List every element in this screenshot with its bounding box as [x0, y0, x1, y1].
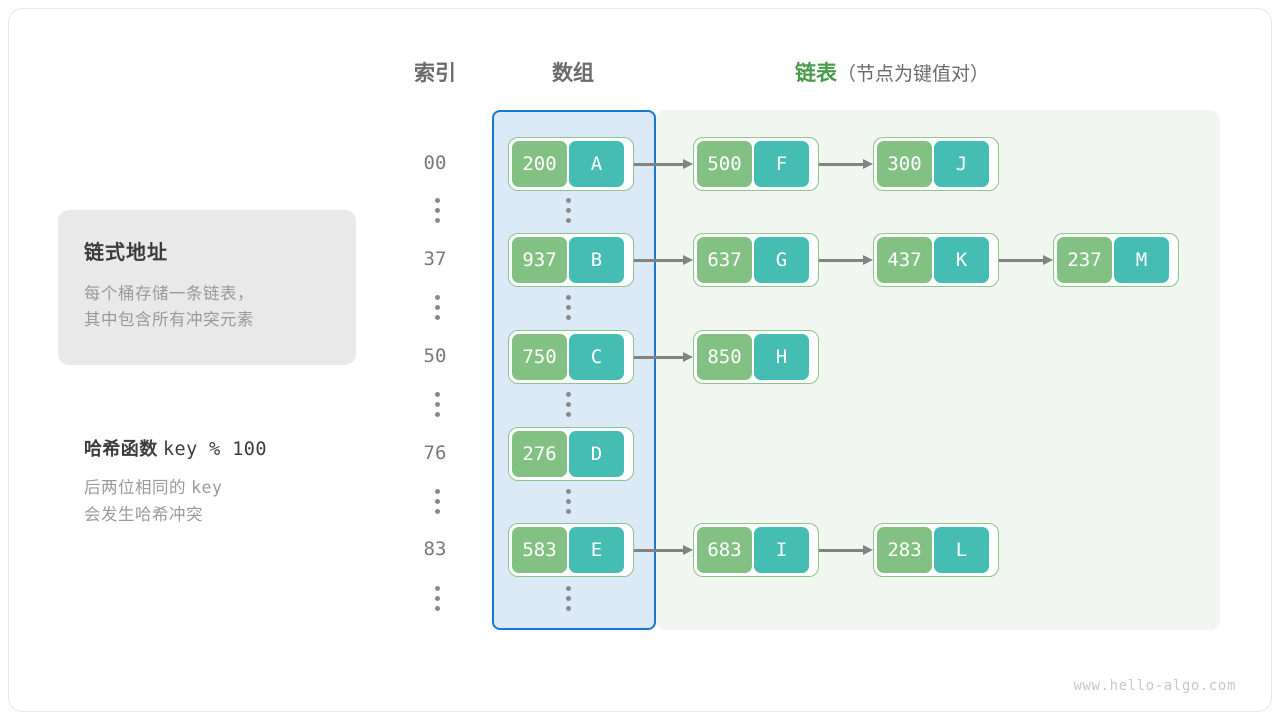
array-ellipsis-3 — [566, 392, 571, 417]
chain-arrow-37-1 — [634, 255, 693, 265]
chain-arrow-37-2 — [819, 255, 873, 265]
node-value-A: A — [569, 141, 624, 187]
node-key-683: 683 — [697, 527, 752, 573]
info-card-title: 链式地址 — [84, 242, 168, 264]
index-ellipsis-3 — [435, 392, 440, 417]
node-value-B: B — [569, 237, 624, 283]
chain-arrow-83-2 — [819, 545, 873, 555]
node-value-L: L — [934, 527, 989, 573]
hash-function-label: 哈希函数 — [84, 439, 158, 459]
column-header-array: 数组 — [552, 62, 594, 85]
index-label-50: 50 — [423, 345, 447, 367]
info-card-line-1: 每个桶存储一条链表， — [84, 285, 254, 303]
chain-arrow-00-2 — [819, 159, 873, 169]
node-key-283: 283 — [877, 527, 932, 573]
column-header-linkedlist-main: 链表 — [795, 62, 837, 85]
chain-arrow-83-1 — [634, 545, 693, 555]
node-key-237: 237 — [1057, 237, 1112, 283]
hash-function-title: 哈希函数 key % 100 — [84, 435, 384, 461]
node-value-H: H — [754, 334, 809, 380]
array-ellipsis-5 — [566, 586, 571, 611]
node-value-E: E — [569, 527, 624, 573]
node-key-937: 937 — [512, 237, 567, 283]
node-key-583: 583 — [512, 527, 567, 573]
array-ellipsis-1 — [566, 198, 571, 223]
index-ellipsis-5 — [435, 586, 440, 611]
chain-arrow-00-1 — [634, 159, 693, 169]
node-key-850: 850 — [697, 334, 752, 380]
index-column: 00 37 50 76 83 — [405, 110, 465, 630]
chain-arrow-37-3 — [999, 255, 1053, 265]
column-header-linkedlist: 链表（节点为键值对） — [795, 57, 989, 87]
hash-function-block: 哈希函数 key % 100 后两位相同的 key 会发生哈希冲突 — [84, 435, 384, 528]
hash-note-line-1: 后两位相同的 key — [84, 475, 384, 502]
hash-note-line-2: 会发生哈希冲突 — [84, 505, 203, 524]
index-ellipsis-4 — [435, 489, 440, 514]
node-value-G: G — [754, 237, 809, 283]
index-ellipsis-2 — [435, 295, 440, 320]
watermark: www.hello-algo.com — [1073, 678, 1236, 694]
array-ellipsis-2 — [566, 295, 571, 320]
hash-function-expression: key % 100 — [163, 439, 267, 460]
node-value-J: J — [934, 141, 989, 187]
array-ellipsis-4 — [566, 489, 571, 514]
index-label-00: 00 — [423, 152, 447, 174]
node-key-637: 637 — [697, 237, 752, 283]
index-label-37: 37 — [423, 248, 447, 270]
node-key-437: 437 — [877, 237, 932, 283]
hash-note-line-1-key: key — [191, 478, 223, 497]
node-key-750: 750 — [512, 334, 567, 380]
column-header-linkedlist-sub: （节点为键值对） — [837, 64, 990, 85]
index-label-76: 76 — [423, 442, 447, 464]
chain-arrow-50-1 — [634, 352, 693, 362]
node-value-C: C — [569, 334, 624, 380]
info-card-line-2: 其中包含所有冲突元素 — [84, 311, 254, 330]
node-value-K: K — [934, 237, 989, 283]
column-header-index: 索引 — [414, 62, 456, 85]
hash-note-line-1-text: 后两位相同的 — [84, 479, 186, 497]
node-value-F: F — [754, 141, 809, 187]
node-key-500: 500 — [697, 141, 752, 187]
index-ellipsis-1 — [435, 198, 440, 223]
node-value-I: I — [754, 527, 809, 573]
info-card-chaining: 链式地址 每个桶存储一条链表， 其中包含所有冲突元素 — [58, 210, 356, 365]
node-key-276: 276 — [512, 431, 567, 477]
node-key-200: 200 — [512, 141, 567, 187]
node-value-D: D — [569, 431, 624, 477]
node-key-300: 300 — [877, 141, 932, 187]
index-label-83: 83 — [423, 538, 447, 560]
node-value-M: M — [1114, 237, 1169, 283]
